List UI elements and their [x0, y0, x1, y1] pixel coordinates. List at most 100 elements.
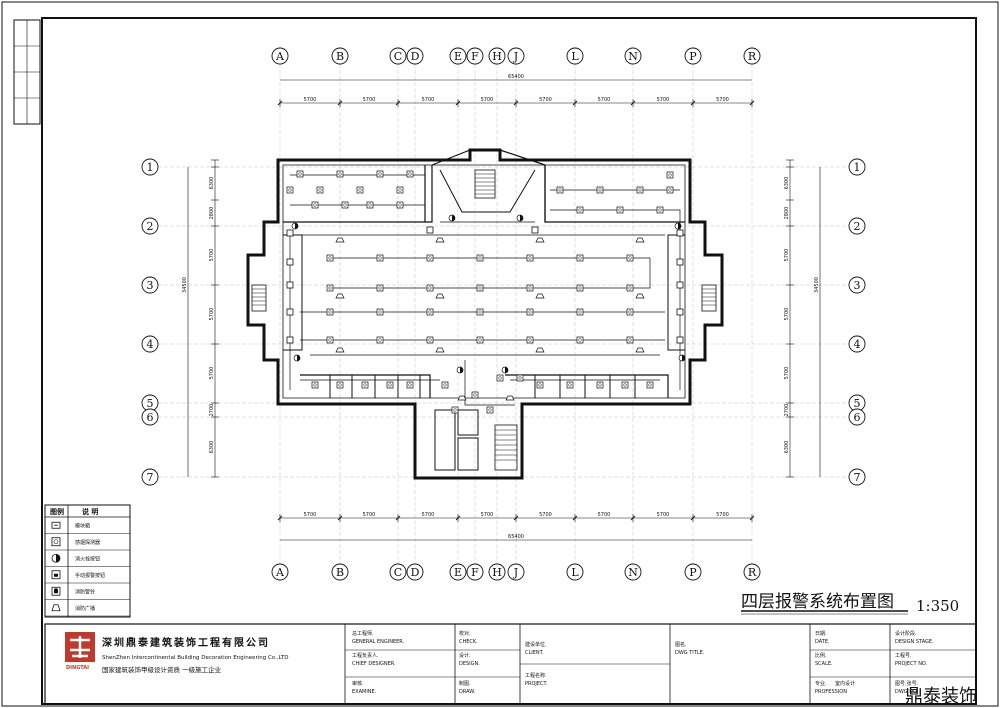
tb-dwg-no-cn: 图号.张号.	[895, 680, 919, 687]
axis-label: D	[411, 50, 420, 63]
smoke-detector-icon	[336, 381, 344, 389]
axis-label: 1	[854, 161, 861, 174]
smoke-detector-icon	[616, 206, 624, 214]
smoke-detector-icon	[471, 391, 479, 399]
smoke-detector-icon	[526, 254, 534, 262]
axis-bubble-right: 5	[848, 394, 866, 412]
smoke-detector-icon	[576, 308, 584, 316]
dimension-value: 5700	[539, 512, 552, 518]
hydrant-button-icon	[51, 553, 61, 563]
broadcast-speaker-icon	[51, 604, 61, 612]
axis-bubble-bottom: J	[507, 563, 525, 581]
axis-label: H	[492, 50, 502, 63]
axis-label: 2	[854, 220, 861, 233]
axis-bubble-top: J	[507, 47, 525, 65]
axis-bubble-left: 2	[141, 217, 159, 235]
module-box-icon	[286, 258, 294, 266]
smoke-detector-icon	[626, 336, 634, 344]
tb-design-cn: 设计.	[459, 652, 471, 659]
broadcast-speaker-icon	[335, 293, 345, 299]
dimension-value: 5700	[784, 249, 790, 262]
north-stair	[474, 169, 496, 199]
alarm-wiring	[289, 174, 681, 406]
module-box-icon	[676, 336, 684, 344]
broadcast-speaker-icon	[435, 347, 445, 353]
smoke-detector-icon	[646, 381, 654, 389]
module-box-icon	[286, 281, 294, 289]
axis-label: N	[628, 566, 638, 579]
broadcast-speaker-icon	[335, 347, 345, 353]
broadcast-speaker-icon	[535, 293, 545, 299]
company-name-en: ShenZhen Intercontinental Building Decor…	[102, 655, 288, 661]
axis-label: R	[748, 566, 757, 579]
smoke-detector-icon	[366, 201, 374, 209]
axis-bubble-bottom: B	[331, 563, 349, 581]
smoke-detector-icon	[526, 308, 534, 316]
interior-wall-line	[282, 164, 686, 399]
smoke-detector-icon	[361, 381, 369, 389]
dimension-value: 2800	[209, 207, 215, 220]
tb-draw-en: DRAW.	[459, 689, 476, 695]
axis-bubble-top: C	[389, 47, 407, 65]
dimension-total: 65400	[508, 74, 524, 80]
dimension-value: 5700	[209, 249, 215, 262]
smoke-detector-icon	[406, 381, 414, 389]
dimension-value: 5700	[209, 308, 215, 321]
hydrant-button-icon	[501, 366, 509, 374]
smoke-detector-icon	[451, 406, 459, 414]
smoke-detector-icon	[496, 374, 504, 382]
smoke-detector-icon	[556, 186, 564, 194]
axis-bubble-top: N	[624, 47, 642, 65]
axis-label: C	[394, 50, 402, 63]
module-box-icon	[676, 281, 684, 289]
axis-bubble-top: R	[743, 47, 761, 65]
axis-label: N	[628, 50, 638, 63]
company-name-cn: 深圳鼎泰建筑装饰工程有限公司	[102, 636, 270, 649]
axis-bubble-bottom: N	[624, 563, 642, 581]
dimension-value: 5700	[422, 97, 435, 103]
tb-client-cn: 建设单位.	[525, 641, 547, 648]
smoke-detector-icon	[396, 186, 404, 194]
axis-bubble-left: 7	[141, 468, 159, 486]
smoke-detector-icon	[636, 186, 644, 194]
exterior-wall	[246, 148, 724, 480]
floor-plan	[246, 148, 724, 480]
axis-bubble-bottom: F	[466, 563, 484, 581]
smoke-detector-icon	[376, 336, 384, 344]
dimension-value: 2700	[784, 404, 790, 417]
broadcast-speaker-icon	[435, 237, 445, 243]
axis-label: 5	[147, 397, 154, 410]
axis-label: 1	[147, 161, 154, 174]
axis-bubble-right: 1	[848, 158, 866, 176]
tb-design-en: DESIGN.	[459, 661, 480, 667]
dimension-value: 5700	[539, 97, 552, 103]
module-box-icon	[51, 521, 61, 529]
tb-project-no-cn: 工程号.	[895, 652, 912, 659]
smoke-detector-icon	[376, 308, 384, 316]
broadcast-speaker-icon	[635, 347, 645, 353]
tb-profession-en: PROFESSION	[815, 689, 847, 695]
smoke-detector-icon	[626, 254, 634, 262]
hydrant-button-icon	[448, 214, 456, 222]
smoke-detector-icon	[476, 284, 484, 292]
alarm-bell-icon	[51, 586, 61, 596]
legend-item-label: 感烟探测器	[75, 539, 100, 546]
smoke-detector-icon	[621, 381, 629, 389]
axis-bubble-right: 3	[848, 276, 866, 294]
broadcast-speaker-icon	[435, 293, 445, 299]
axis-bubble-bottom: E	[449, 563, 467, 581]
axis-label: H	[492, 566, 502, 579]
smoke-detector-icon	[576, 206, 584, 214]
smoke-detector-icon	[576, 336, 584, 344]
smoke-detector-icon	[526, 284, 534, 292]
dimension-value: 6300	[209, 441, 215, 454]
axis-bubble-bottom: H	[488, 563, 506, 581]
broadcast-speaker-icon	[457, 395, 467, 401]
tb-scale-en: SCALE.	[815, 661, 833, 667]
dimension-value: 5700	[363, 97, 376, 103]
tb-date-cn: 日期.	[815, 631, 827, 637]
